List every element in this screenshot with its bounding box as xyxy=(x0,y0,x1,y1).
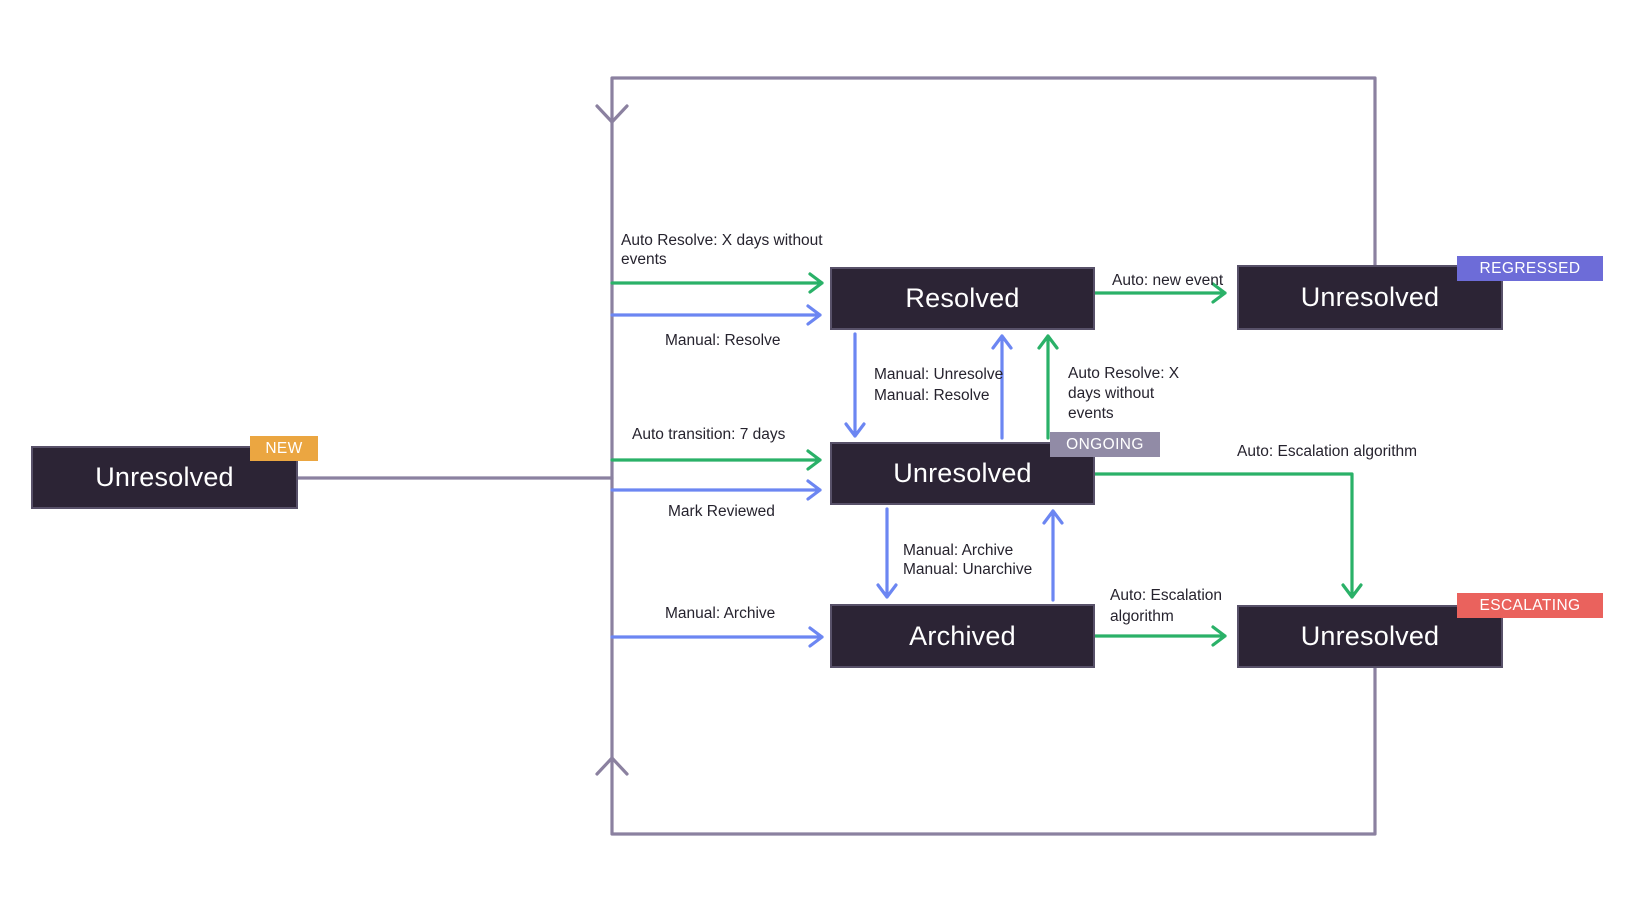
state-label: Unresolved xyxy=(1300,282,1440,312)
loop-arrow-up-icon xyxy=(595,756,629,776)
edge-label-auto-new-event: Auto: new event xyxy=(1112,272,1224,289)
arrow-auto-new-event xyxy=(1093,282,1227,304)
badge-regressed: REGRESSED xyxy=(1457,256,1603,281)
arrow-auto-resolve-up xyxy=(1037,334,1059,440)
edge-label-auto-resolve-right: Auto Resolve: X days without events xyxy=(1068,365,1180,422)
state-archived: Archived xyxy=(830,604,1095,668)
arrow-auto-escalation-right xyxy=(1093,472,1363,599)
state-label: Resolved xyxy=(905,283,1020,313)
state-label: Unresolved xyxy=(1300,621,1440,651)
arrow-auto-escalation-bottom xyxy=(1093,625,1227,647)
edge-label-manual-archive-left: Manual: Archive xyxy=(665,605,776,622)
arrow-manual-resolve-up xyxy=(991,334,1013,440)
state-resolved: Resolved xyxy=(830,267,1095,330)
badge-new: NEW xyxy=(250,436,318,461)
state-label: Archived xyxy=(909,620,1016,651)
arrow-manual-unarchive-up xyxy=(1042,509,1064,602)
arrow-manual-unresolve-down xyxy=(844,332,866,438)
edge-label-manual-unresolve-resolve: Manual: Unresolve Manual: Resolve xyxy=(874,366,1004,404)
edge-label-manual-resolve-left: Manual: Resolve xyxy=(665,332,781,349)
edge-label-auto-escalation-bottom: Auto: Escalation algorithm xyxy=(1110,587,1223,625)
arrow-manual-archive-down xyxy=(876,507,898,599)
loop-border-line xyxy=(610,76,1377,836)
arrow-auto-transition xyxy=(610,449,822,471)
arrow-manual-resolve-left xyxy=(610,304,822,326)
loop-arrow-down-icon xyxy=(595,104,629,124)
arrow-mark-reviewed xyxy=(610,479,822,501)
edge-label-mark-reviewed: Mark Reviewed xyxy=(668,503,775,520)
state-label: Unresolved xyxy=(893,458,1032,488)
state-label: Unresolved xyxy=(95,462,234,492)
arrow-auto-resolve-left xyxy=(610,272,824,294)
edge-label-auto-escalation-right: Auto: Escalation algorithm xyxy=(1237,443,1418,460)
edge-label-manual-archive-unarchive: Manual: Archive Manual: Unarchive xyxy=(903,542,1033,578)
badge-ongoing: ONGOING xyxy=(1050,432,1160,457)
badge-escalating: ESCALATING xyxy=(1457,593,1603,618)
arrow-manual-archive-left xyxy=(610,626,824,648)
edge-label-auto-resolve-left: Auto Resolve: X days without events xyxy=(621,232,823,268)
edge-label-auto-transition: Auto transition: 7 days xyxy=(632,426,786,443)
